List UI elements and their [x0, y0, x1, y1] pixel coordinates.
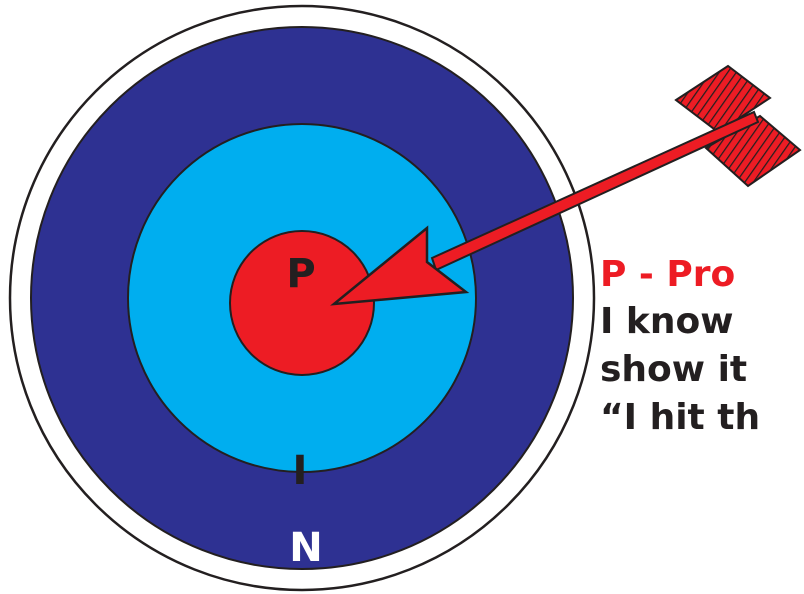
outer-ring-label: N — [289, 525, 322, 571]
caption-line-1: I know — [600, 301, 734, 342]
bullseye-label: P — [286, 251, 315, 297]
middle-ring-label: I — [293, 448, 308, 494]
caption-line-2: show it — [600, 349, 747, 390]
target-icon — [10, 6, 594, 590]
caption-title: P - Pro — [600, 254, 735, 295]
caption-line-3: “I hit th — [600, 397, 760, 438]
